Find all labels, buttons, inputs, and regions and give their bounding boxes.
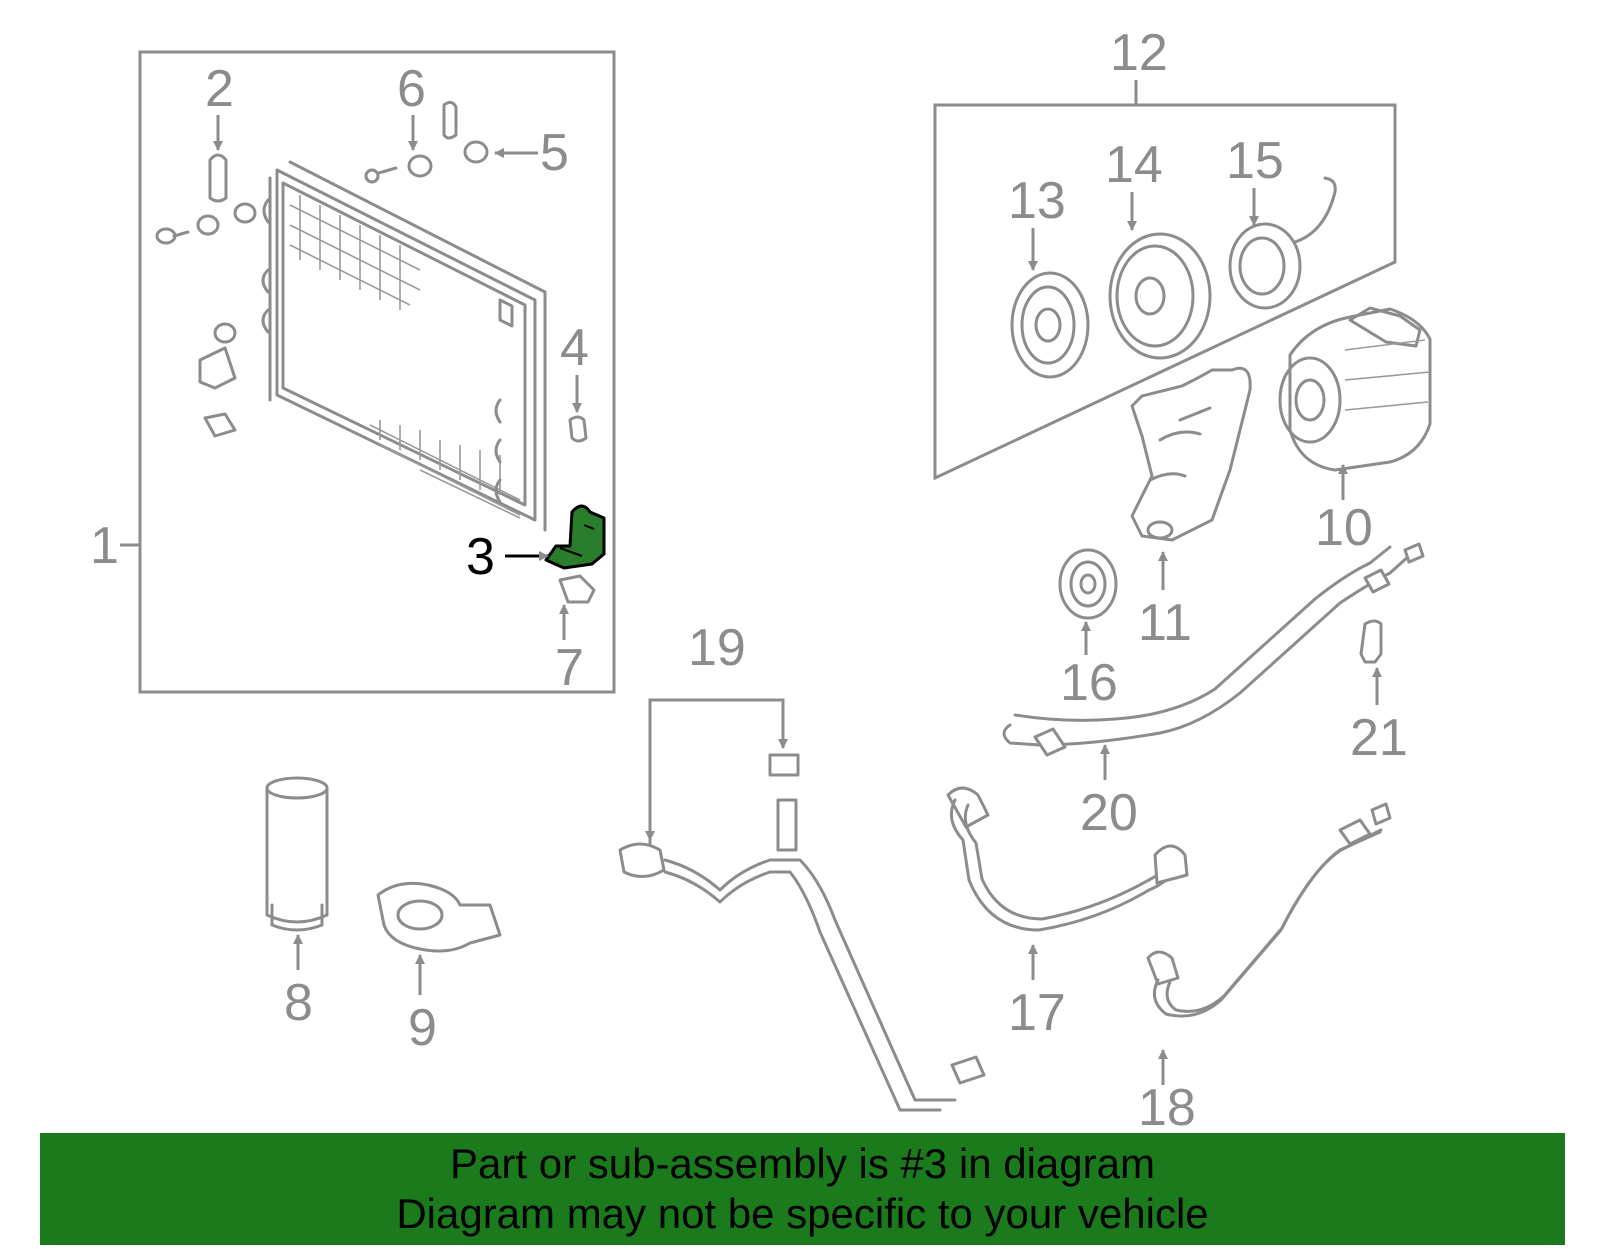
callout-19: 19 [688, 619, 746, 677]
callout-16: 16 [1060, 654, 1118, 712]
callout-14: 14 [1105, 136, 1163, 194]
condenser-fins [289, 195, 521, 519]
part-11-compressor-bracket: 11 [1130, 366, 1252, 652]
callout-12: 12 [1110, 24, 1168, 82]
callout-9: 9 [408, 999, 437, 1057]
part-13-pressure-plate: 13 [1008, 172, 1090, 379]
part-15-field-coil: 15 [1226, 132, 1337, 310]
parts-diagram: 1 2 [90, 24, 1432, 1130]
part-21-pressure-switch: 21 [1350, 619, 1408, 767]
callout-18: 18 [1138, 1079, 1196, 1130]
callout-6: 6 [397, 60, 426, 118]
callout-2: 2 [205, 60, 234, 118]
banner-line-1: Part or sub-assembly is #3 in diagram [450, 1140, 1155, 1187]
callout-20: 20 [1080, 784, 1138, 842]
clutch-group: 12 13 14 15 [933, 24, 1397, 481]
banner-line-2: Diagram may not be specific to your vehi… [396, 1190, 1209, 1237]
callout-4: 4 [560, 319, 589, 377]
part-18-hose: 18 [1138, 802, 1392, 1130]
callout-21: 21 [1350, 709, 1408, 767]
part-4-cushion: 4 [560, 319, 589, 443]
part-7-cushion: 7 [555, 574, 596, 697]
callout-7: 7 [555, 639, 584, 697]
part-19-liquid-line: 19 [618, 619, 986, 1112]
notice-banner: Part or sub-assembly is #3 in diagram Di… [40, 1133, 1565, 1245]
callout-1: 1 [90, 517, 119, 575]
part-9-dryer-bracket: 9 [376, 881, 502, 1057]
callout-11: 11 [1138, 594, 1192, 652]
part-20-discharge-hose: 20 [1002, 542, 1425, 842]
callout-13: 13 [1008, 172, 1066, 230]
callout-3: 3 [466, 528, 495, 586]
part-10-compressor: 10 [1278, 306, 1432, 557]
part-3-bracket-highlighted[interactable]: 3 [466, 504, 606, 586]
condenser-core [261, 160, 547, 532]
part-16-idler-pulley: 16 [1058, 548, 1118, 712]
callout-5: 5 [540, 124, 569, 182]
callout-17: 17 [1008, 984, 1066, 1042]
part-8-receiver-dryer: 8 [265, 776, 329, 1032]
callout-8: 8 [284, 974, 313, 1032]
callout-19-leader [648, 698, 785, 845]
callout-10: 10 [1315, 499, 1373, 557]
callout-15: 15 [1226, 132, 1284, 190]
part-17-suction-hose: 17 [946, 786, 1189, 1042]
part-14-pulley: 14 [1105, 136, 1212, 360]
clutch-group-box [933, 103, 1397, 481]
part-6-cushion: 6 [364, 60, 458, 184]
condenser-group: 1 2 [90, 50, 616, 697]
part-2-insulator: 2 [155, 60, 257, 438]
condenser-group-box [138, 50, 616, 694]
part-5-cushion: 5 [463, 124, 569, 182]
